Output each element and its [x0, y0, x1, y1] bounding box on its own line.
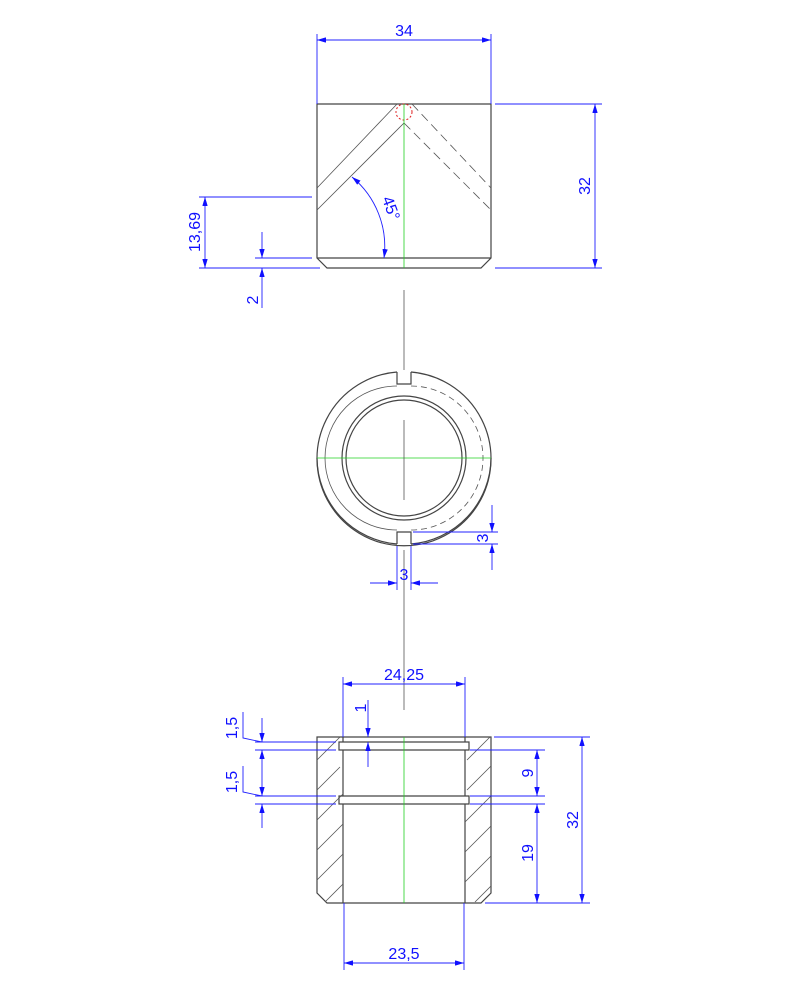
dim-inner-lower-diameter: 23,5	[388, 946, 419, 963]
dim-chamfer: 2	[245, 295, 262, 304]
dim-groove-offset: 1	[353, 703, 370, 712]
dim-slot-width: 3	[400, 567, 409, 584]
dim-hole-height: 13,69	[187, 212, 204, 252]
dim-groove1-width: 1,5	[224, 717, 241, 739]
dim-angle: 45°	[378, 194, 402, 223]
top-view	[316, 371, 492, 710]
dim-top-width: 34	[395, 23, 413, 40]
dim-top-height: 32	[577, 177, 594, 195]
dim-bore-length: 19	[520, 844, 537, 862]
dim-groove2-width: 1,5	[224, 771, 241, 793]
dim-groove-spacing: 9	[520, 768, 537, 777]
dim-slot-depth: 3	[475, 533, 492, 542]
dim-inner-upper-diameter: 24,25	[384, 667, 424, 684]
section-view	[316, 736, 492, 904]
top-view-dimensions: 3 3	[370, 505, 498, 590]
front-view	[316, 103, 492, 370]
dim-section-height: 32	[565, 811, 582, 829]
section-view-dimensions: 24,25 23,5 1 1,5 1,5 9 19 32	[224, 667, 590, 970]
front-view-dimensions: 34 32 13,69 2 45°	[187, 23, 602, 308]
